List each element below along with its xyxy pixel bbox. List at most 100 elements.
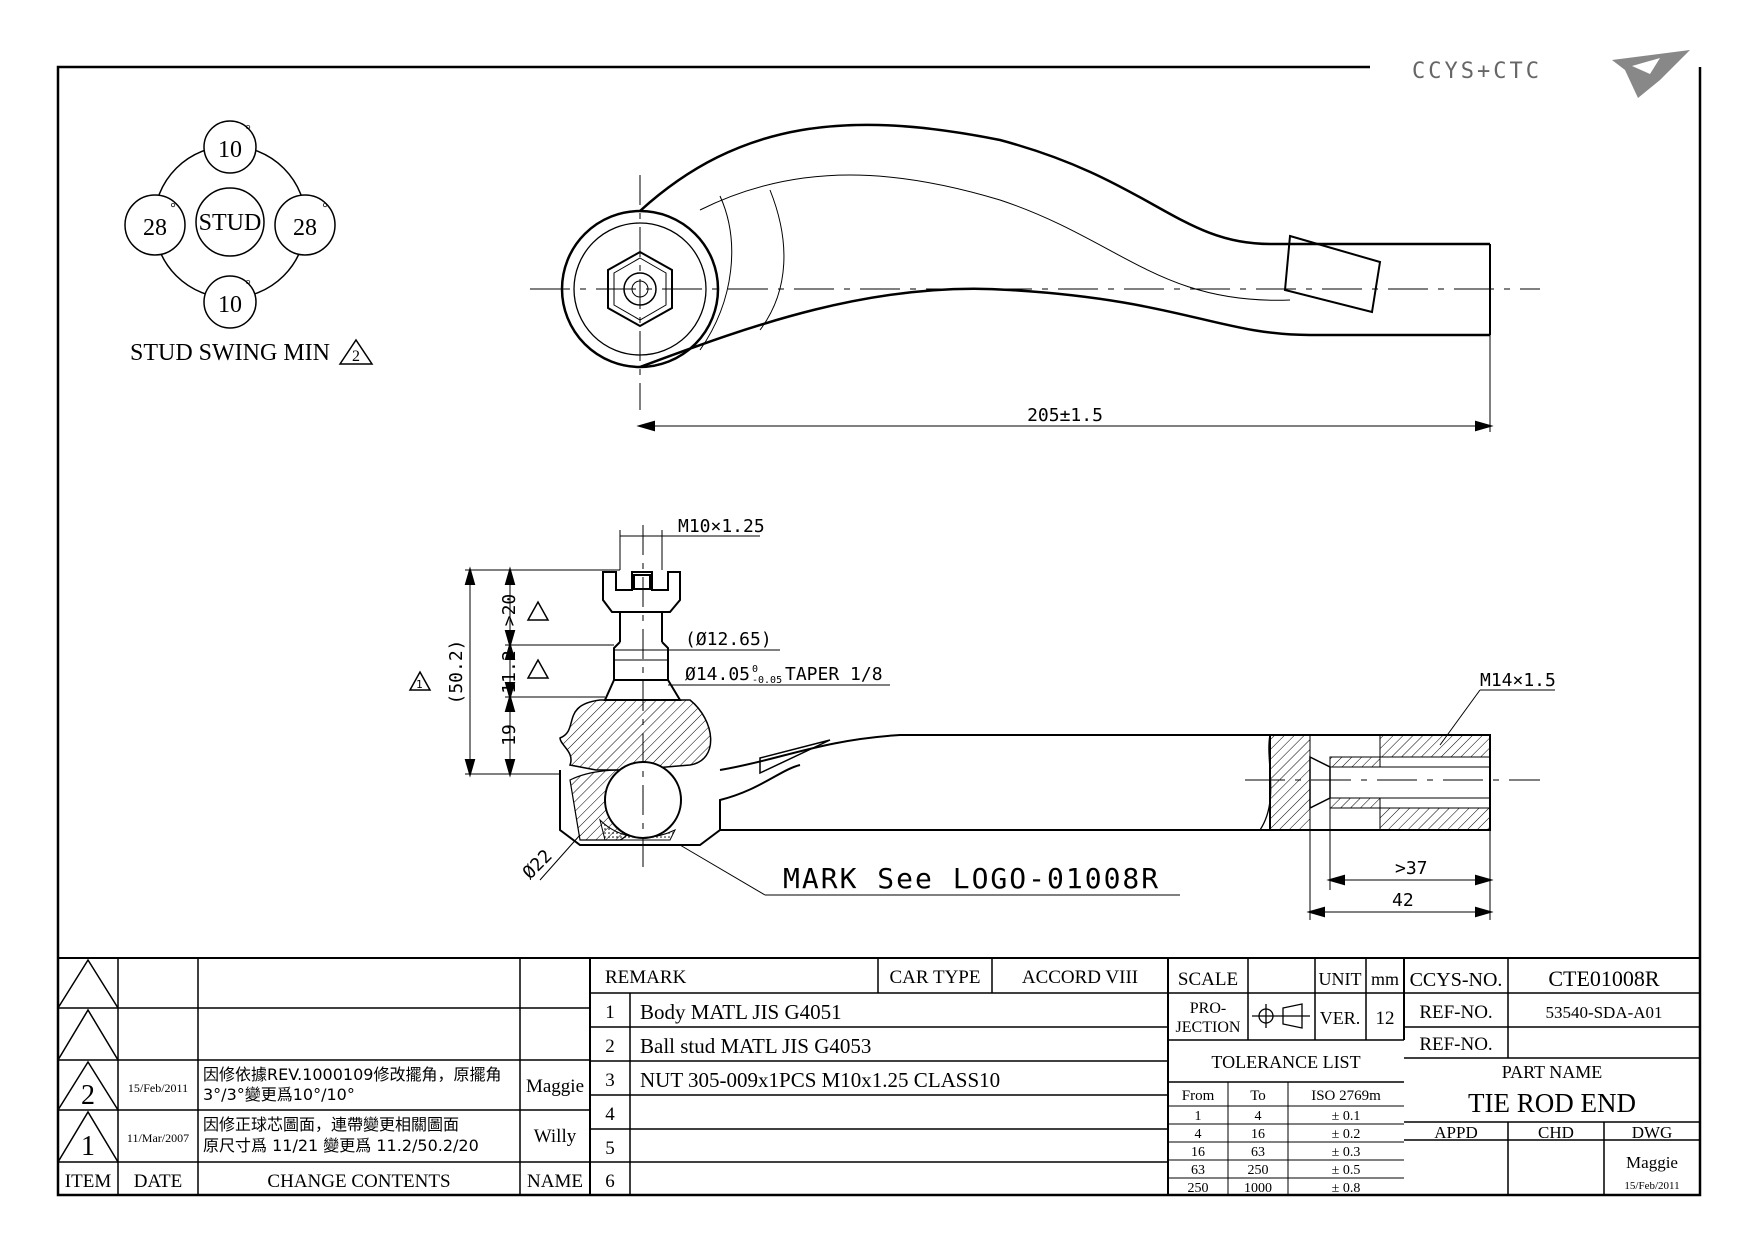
rev-date-header: DATE: [134, 1171, 183, 1192]
tolerance-value: ± 0.1: [1332, 1109, 1361, 1124]
tolerance-from: 250: [1188, 1181, 1209, 1196]
remark-no: 6: [605, 1171, 615, 1192]
swing-bottom: 10: [218, 292, 242, 318]
tolerance-to-header: To: [1250, 1088, 1266, 1104]
unit-label: UNIT: [1319, 969, 1362, 989]
side-view: [408, 525, 1555, 920]
swing-rev-triangle-icon: [338, 338, 374, 365]
ver-label: VER.: [1320, 1008, 1361, 1028]
tolerance-to: 1000: [1244, 1181, 1272, 1196]
dim-taper-tolerance-lower: -0.05: [752, 675, 782, 686]
rev-item-header: ITEM: [65, 1171, 112, 1192]
ver-value: 12: [1376, 1008, 1395, 1029]
dim-taper-reference-diameter: (Ø12.65): [685, 629, 772, 650]
side-rev-number: 1: [416, 678, 423, 691]
ref-no-value: 53540-SDA-A01: [1545, 1003, 1662, 1022]
dim-taper-diameter: Ø14.05: [685, 664, 750, 685]
ccys-no-value: CTE01008R: [1548, 966, 1660, 991]
rev-name: Willy: [534, 1126, 577, 1147]
dwg-label: DWG: [1632, 1123, 1673, 1142]
tolerance-title: TOLERANCE LIST: [1211, 1052, 1360, 1072]
dim-total-height: (50.2): [446, 639, 467, 704]
rev-contents-line2: 3°/3°變更爲10°/10°: [203, 1085, 355, 1104]
scale-label: SCALE: [1178, 969, 1238, 990]
part-name-label: PART NAME: [1502, 1062, 1602, 1082]
dim-thread-rod: M14×1.5: [1480, 670, 1556, 691]
part-name: TIE ROD END: [1468, 1088, 1636, 1118]
remark-no: 5: [605, 1138, 615, 1159]
chd-label: CHD: [1538, 1123, 1574, 1142]
mark-note: MARK See LOGO-01008R: [783, 862, 1160, 895]
remark-no: 4: [605, 1104, 615, 1125]
tolerance-to: 63: [1251, 1145, 1265, 1160]
swing-bottom-degree: °: [245, 278, 251, 293]
car-type-value: ACCORD VIII: [1022, 967, 1138, 988]
swing-right-degree: °: [322, 201, 328, 216]
tolerance-value: ± 0.3: [1332, 1145, 1361, 1160]
dim-overall-length: 205±1.5: [1027, 405, 1103, 426]
rev-triangle-icon: [526, 658, 550, 679]
rev-triangle-icon: [408, 670, 432, 691]
stud-swing-diagram: [124, 120, 374, 365]
drawn-by: Maggie: [1626, 1153, 1678, 1172]
swing-caption: STUD SWING MIN: [130, 340, 330, 366]
dim-taper-tolerance-upper: 0: [752, 664, 758, 675]
rev-item: 2: [81, 1080, 95, 1111]
tolerance-from-header: From: [1182, 1088, 1215, 1104]
ref-no-label-2: REF-NO.: [1419, 1034, 1492, 1055]
car-type-label: CAR TYPE: [890, 967, 981, 988]
dim-thread-height: >20: [499, 594, 520, 627]
remark-no: 2: [605, 1036, 615, 1057]
remark-text: Ball stud MATL JIS G4053: [640, 1034, 871, 1058]
rev-date: 11/Mar/2007: [127, 1131, 189, 1145]
swing-top: 10: [218, 137, 242, 163]
rev-date: 15/Feb/2011: [128, 1081, 188, 1095]
tolerance-to: 16: [1251, 1127, 1265, 1142]
logo-text: CCYS+CTC: [1412, 59, 1542, 84]
dim-body-diameter: Ø22: [519, 846, 557, 884]
ccys-no-label: CCYS-NO.: [1410, 969, 1503, 991]
rev-triangle-icon: [526, 600, 550, 621]
swing-rev-number: 2: [352, 348, 360, 365]
swing-top-degree: °: [245, 123, 251, 138]
tolerance-value: ± 0.2: [1332, 1127, 1361, 1142]
swing-center: STUD: [199, 210, 262, 236]
dim-base-height: 19: [499, 724, 520, 746]
dim-taper-note: TAPER 1/8: [785, 664, 883, 685]
tolerance-from: 63: [1191, 1163, 1205, 1178]
dim-thread-depth: 42: [1392, 890, 1414, 911]
unit-value: mm: [1371, 969, 1399, 989]
title-block-grid: [57, 957, 1700, 1195]
tolerance-to: 4: [1255, 1109, 1262, 1124]
tolerance-from: 16: [1191, 1145, 1205, 1160]
swing-left-degree: °: [170, 201, 176, 216]
projection-label-1: PRO-: [1190, 1000, 1226, 1017]
swing-left: 28: [143, 215, 167, 241]
appd-label: APPD: [1434, 1123, 1477, 1142]
dim-taper-height: 11.2: [499, 650, 520, 693]
rev-item: 1: [81, 1131, 95, 1162]
tolerance-value: ± 0.8: [1332, 1181, 1361, 1196]
logo-emblem-icon: [1612, 50, 1690, 98]
rev-contents-line1: 因修正球芯圖面，連帶變更相關圖面: [203, 1115, 459, 1134]
remark-no: 3: [605, 1070, 615, 1091]
drawn-date: 15/Feb/2011: [1624, 1180, 1679, 1192]
remark-header: REMARK: [605, 967, 687, 988]
ref-no-label: REF-NO.: [1419, 1002, 1492, 1023]
rev-contents-header: CHANGE CONTENTS: [267, 1171, 450, 1192]
remark-text: Body MATL JIS G4051: [640, 1000, 842, 1024]
tolerance-from: 1: [1195, 1109, 1202, 1124]
remark-text: NUT 305-009x1PCS M10x1.25 CLASS10: [640, 1068, 1000, 1092]
company-logo: CCYS+CTC: [1412, 50, 1690, 98]
top-view: [530, 123, 1540, 432]
tolerance-from: 4: [1195, 1127, 1202, 1142]
tolerance-to: 250: [1248, 1163, 1269, 1178]
rev-name: Maggie: [526, 1076, 584, 1097]
projection-label-2: JECTION: [1176, 1019, 1241, 1036]
rev-contents-line1: 因修依據REV.1000109修改擺角，原擺角: [203, 1065, 501, 1084]
remark-no: 1: [605, 1002, 615, 1023]
rev-name-header: NAME: [527, 1171, 583, 1192]
dim-thread-depth-min: >37: [1395, 858, 1428, 879]
sheet-border: [56, 65, 1702, 1197]
